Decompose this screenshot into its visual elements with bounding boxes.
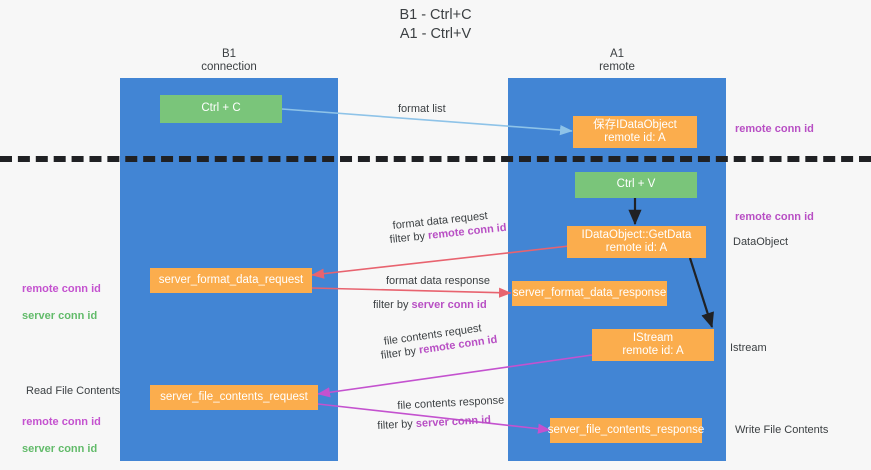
note-left-low-server-conn-id: server conn id — [22, 442, 98, 455]
box-server-file-contents-request[interactable]: server_file_contents_request — [150, 385, 318, 410]
filter-prefix: filter by — [380, 344, 420, 362]
note-left-mid-server-conn-id: server conn id — [22, 309, 98, 322]
caption-format-list: format list — [398, 103, 446, 115]
page-title: B1 - Ctrl+C A1 - Ctrl+V — [399, 7, 472, 42]
phase-divider — [0, 156, 871, 162]
note-left-mid-remote-conn-id: remote conn id — [22, 282, 101, 295]
note-dataobject: DataObject — [733, 236, 789, 248]
note-read-file-contents: Read File Contents — [26, 385, 121, 397]
caption-format-data-response-filter: filter by server conn id — [373, 298, 487, 312]
filter-prefix: filter by — [389, 229, 429, 246]
note-left-low-keys: remote conn id server conn id — [22, 402, 101, 470]
box-server-format-data-response[interactable]: server_format_data_response — [512, 281, 667, 306]
caption-file-contents-response: file contents response — [397, 394, 505, 412]
box-istream[interactable]: IStream remote id: A — [592, 329, 714, 361]
box-idataobject-getdata[interactable]: IDataObject::GetData remote id: A — [567, 226, 706, 258]
box-ctrl-v[interactable]: Ctrl + V — [575, 172, 697, 198]
note-remote-conn-id-mid: remote conn id — [735, 211, 814, 223]
filter-prefix: filter by — [377, 417, 417, 432]
box-ctrl-c[interactable]: Ctrl + C — [160, 95, 282, 123]
box-save-idataobject[interactable]: 保存IDataObject remote id: A — [573, 116, 697, 148]
caption-format-data-response: format data response — [386, 275, 490, 287]
column-header-b1: B1 connection — [201, 48, 257, 73]
note-left-low-remote-conn-id: remote conn id — [22, 415, 101, 428]
note-istream: Istream — [730, 342, 767, 354]
note-remote-conn-id-top: remote conn id — [735, 123, 814, 135]
arrow-format-data-response — [311, 287, 512, 298]
note-left-mid-keys: remote conn id server conn id — [22, 269, 101, 337]
filter-prefix: filter by — [373, 299, 412, 311]
note-write-file-contents: Write File Contents — [735, 424, 829, 436]
caption-file-contents-response-filter: filter by server conn id — [377, 413, 491, 433]
filter-key-server-conn-id: server conn id — [415, 414, 492, 430]
box-server-format-data-request[interactable]: server_format_data_request — [150, 268, 312, 293]
filter-key-server-conn-id: server conn id — [411, 299, 487, 311]
box-server-file-contents-response[interactable]: server_file_contents_response — [548, 418, 704, 443]
column-header-a1: A1 remote — [599, 48, 635, 73]
